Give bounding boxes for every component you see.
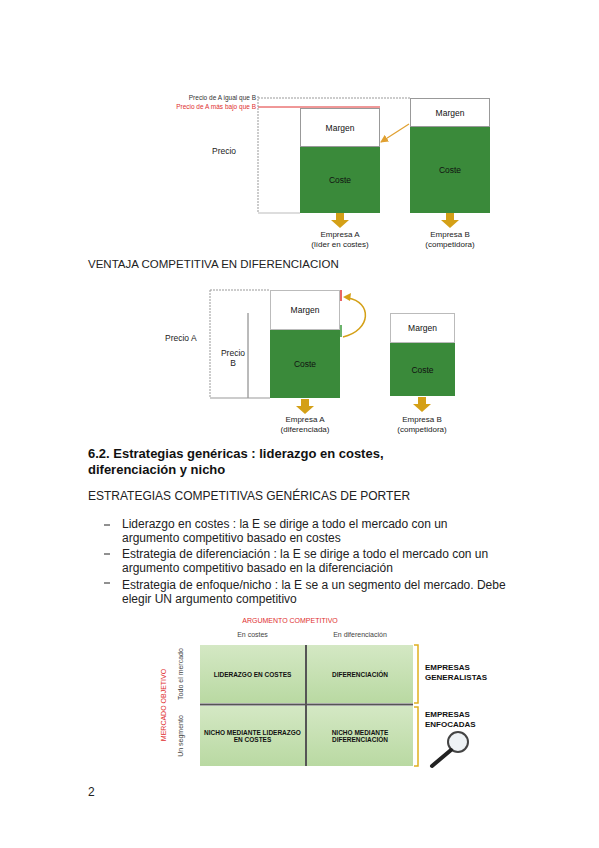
text-label: ARGUMENTO COMPETITIVO bbox=[215, 617, 365, 625]
text-label: Precio A bbox=[165, 333, 209, 343]
node-text: Coste bbox=[411, 365, 433, 375]
text-label: Precio B bbox=[220, 348, 246, 368]
connector-arrow bbox=[381, 124, 409, 142]
node-text: Coste bbox=[439, 165, 461, 175]
down-arrow bbox=[413, 397, 431, 412]
strategy-cell: DIFERENCIACIÓN bbox=[307, 645, 413, 703]
bracket bbox=[414, 707, 418, 766]
base-line bbox=[258, 213, 300, 214]
node-text: Margen bbox=[291, 305, 320, 315]
strategy-cell: LIDERAZGO EN COSTES bbox=[200, 645, 305, 703]
bar-segment: Margen bbox=[300, 108, 380, 147]
axis-label: Un segmento bbox=[177, 715, 185, 757]
bullet-dash bbox=[104, 525, 110, 526]
node-text: Coste bbox=[294, 359, 316, 369]
arrow-head bbox=[343, 293, 351, 301]
text-label: (diferenciada) bbox=[255, 425, 355, 435]
margin-mark bbox=[340, 325, 342, 337]
text-label: (líder en costes) bbox=[285, 240, 395, 250]
text-label: Precio de A igual que B bbox=[150, 94, 256, 102]
node-text: NICHO MEDIANTE DIFERENCIACIÓN bbox=[311, 729, 409, 743]
bar-segment: Margen bbox=[390, 313, 455, 343]
price-axis bbox=[210, 290, 211, 398]
node-text: Margen bbox=[326, 123, 355, 133]
text-label: (competidora) bbox=[400, 240, 500, 250]
text-label: Estrategia de enfoque/nicho : la E se a … bbox=[122, 578, 507, 606]
node-text: DIFERENCIACIÓN bbox=[332, 671, 388, 678]
node-text: Margen bbox=[408, 323, 437, 333]
magnifier-handle bbox=[432, 750, 451, 766]
text-label: EMPRESAS GENERALISTAS bbox=[425, 663, 505, 682]
bar-segment: Coste bbox=[300, 147, 380, 213]
bullet-dash bbox=[104, 554, 110, 555]
price-line bbox=[258, 98, 410, 99]
bar-segment: Margen bbox=[270, 290, 340, 330]
text-label: 6.2. Estrategias genéricas : liderazgo e… bbox=[88, 446, 433, 477]
bar-segment: Coste bbox=[270, 330, 340, 398]
curved-arrow bbox=[343, 298, 365, 337]
down-arrow bbox=[296, 399, 314, 414]
text-label: Empresa A bbox=[265, 415, 345, 425]
bar-segment: Coste bbox=[390, 343, 455, 396]
node-text: NICHO MEDIANTE LIDERAZGO EN COSTES bbox=[204, 729, 301, 743]
text-label: VENTAJA COMPETITIVA EN DIFERENCIACION bbox=[88, 258, 508, 272]
text-label: En diferenciación bbox=[305, 631, 415, 639]
strategy-cell: NICHO MEDIANTE LIDERAZGO EN COSTES bbox=[200, 706, 305, 766]
text-label: Precio bbox=[212, 146, 252, 156]
bullet-dash bbox=[104, 583, 110, 584]
text-label: Empresa B bbox=[382, 415, 462, 425]
price-line bbox=[210, 290, 270, 291]
down-arrow bbox=[331, 213, 349, 228]
node-text: Margen bbox=[436, 108, 465, 118]
text-label: Estrategia de diferenciación : la E se d… bbox=[122, 547, 507, 575]
bar-segment: Margen bbox=[410, 98, 490, 127]
node-text: LIDERAZGO EN COSTES bbox=[214, 671, 292, 678]
text-label: Empresa B bbox=[405, 230, 495, 240]
text-label: En costes bbox=[200, 631, 305, 639]
bar-segment: Coste bbox=[410, 127, 490, 213]
text-label: Empresa A bbox=[300, 230, 380, 240]
margin-mark bbox=[340, 290, 342, 301]
axis-label: MERCADO OBJETIVO bbox=[160, 669, 168, 741]
text-label: Precio de A más bajo que B bbox=[140, 103, 256, 111]
axis-label: Todo el mercado bbox=[177, 648, 185, 700]
down-arrow bbox=[441, 213, 459, 228]
strategy-cell: NICHO MEDIANTE DIFERENCIACIÓN bbox=[307, 706, 413, 766]
text-label: 2 bbox=[88, 785, 118, 799]
text-label: ESTRATEGIAS COMPETITIVAS GENÉRICAS DE PO… bbox=[88, 489, 548, 503]
price-axis bbox=[258, 96, 259, 213]
base-line bbox=[210, 398, 270, 399]
bracket bbox=[414, 645, 418, 703]
text-label: (competidora) bbox=[372, 425, 472, 435]
text-label: Liderazgo en costes : la E se dirige a t… bbox=[122, 517, 507, 545]
text-label: EMPRESAS ENFOCADAS bbox=[425, 710, 505, 729]
price-axis bbox=[248, 313, 249, 398]
node-text: Coste bbox=[329, 175, 351, 185]
